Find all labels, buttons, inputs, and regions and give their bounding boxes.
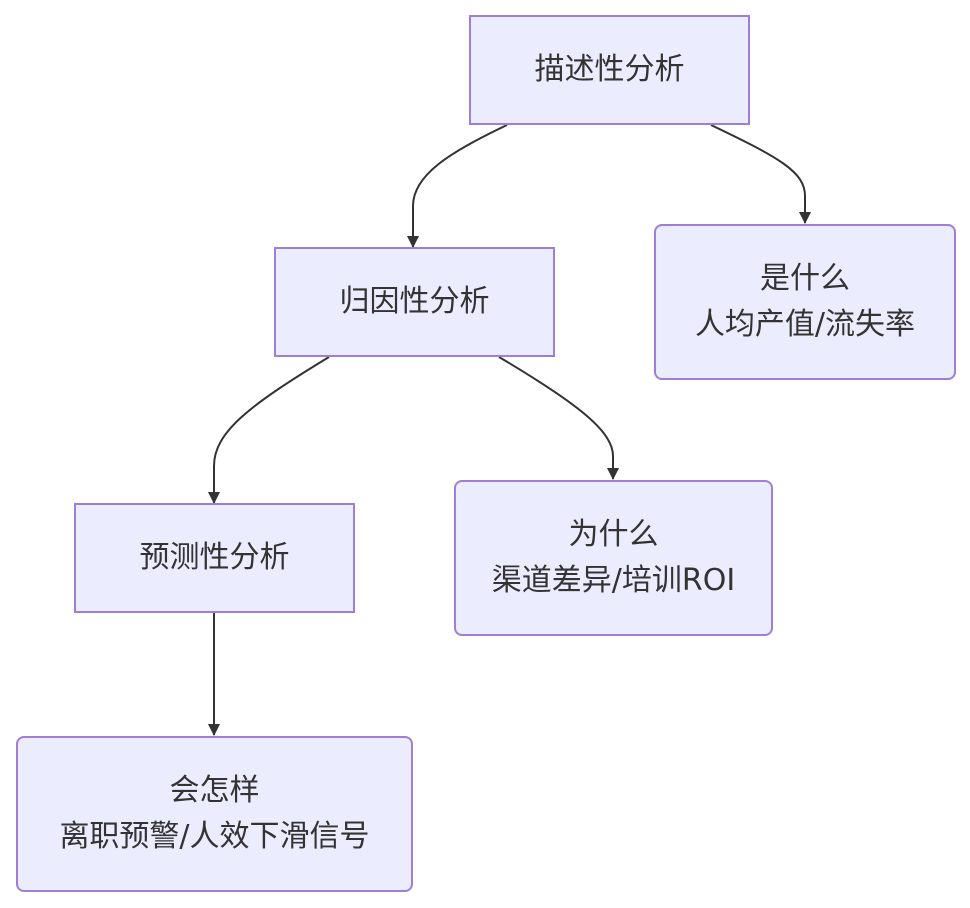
node-predictive-analysis: 预测性分析 (74, 503, 355, 613)
edge-descriptive-to-attribution (407, 124, 508, 248)
node-what: 是什么 人均产值/流失率 (654, 224, 956, 380)
node-attribution-analysis: 归因性分析 (274, 247, 555, 357)
edge-descriptive-to-what (710, 124, 811, 224)
node-why: 为什么 渠道差异/培训ROI (454, 480, 773, 636)
node-title: 描述性分析 (534, 52, 685, 87)
edge-attribution-to-predictive (208, 356, 330, 504)
node-subtitle: 人均产值/流失率 (694, 307, 916, 342)
node-title: 为什么 (568, 517, 659, 552)
node-subtitle: 离职预警/人效下滑信号 (59, 819, 370, 854)
node-how: 会怎样 离职预警/人效下滑信号 (16, 736, 413, 892)
node-title: 会怎样 (169, 773, 260, 808)
node-subtitle: 渠道差异/培训ROI (491, 563, 736, 598)
node-title: 归因性分析 (339, 284, 490, 319)
node-title: 是什么 (760, 261, 850, 296)
node-title: 预测性分析 (139, 540, 290, 575)
edge-attribution-to-why (498, 356, 619, 480)
node-descriptive-analysis: 描述性分析 (469, 15, 750, 125)
